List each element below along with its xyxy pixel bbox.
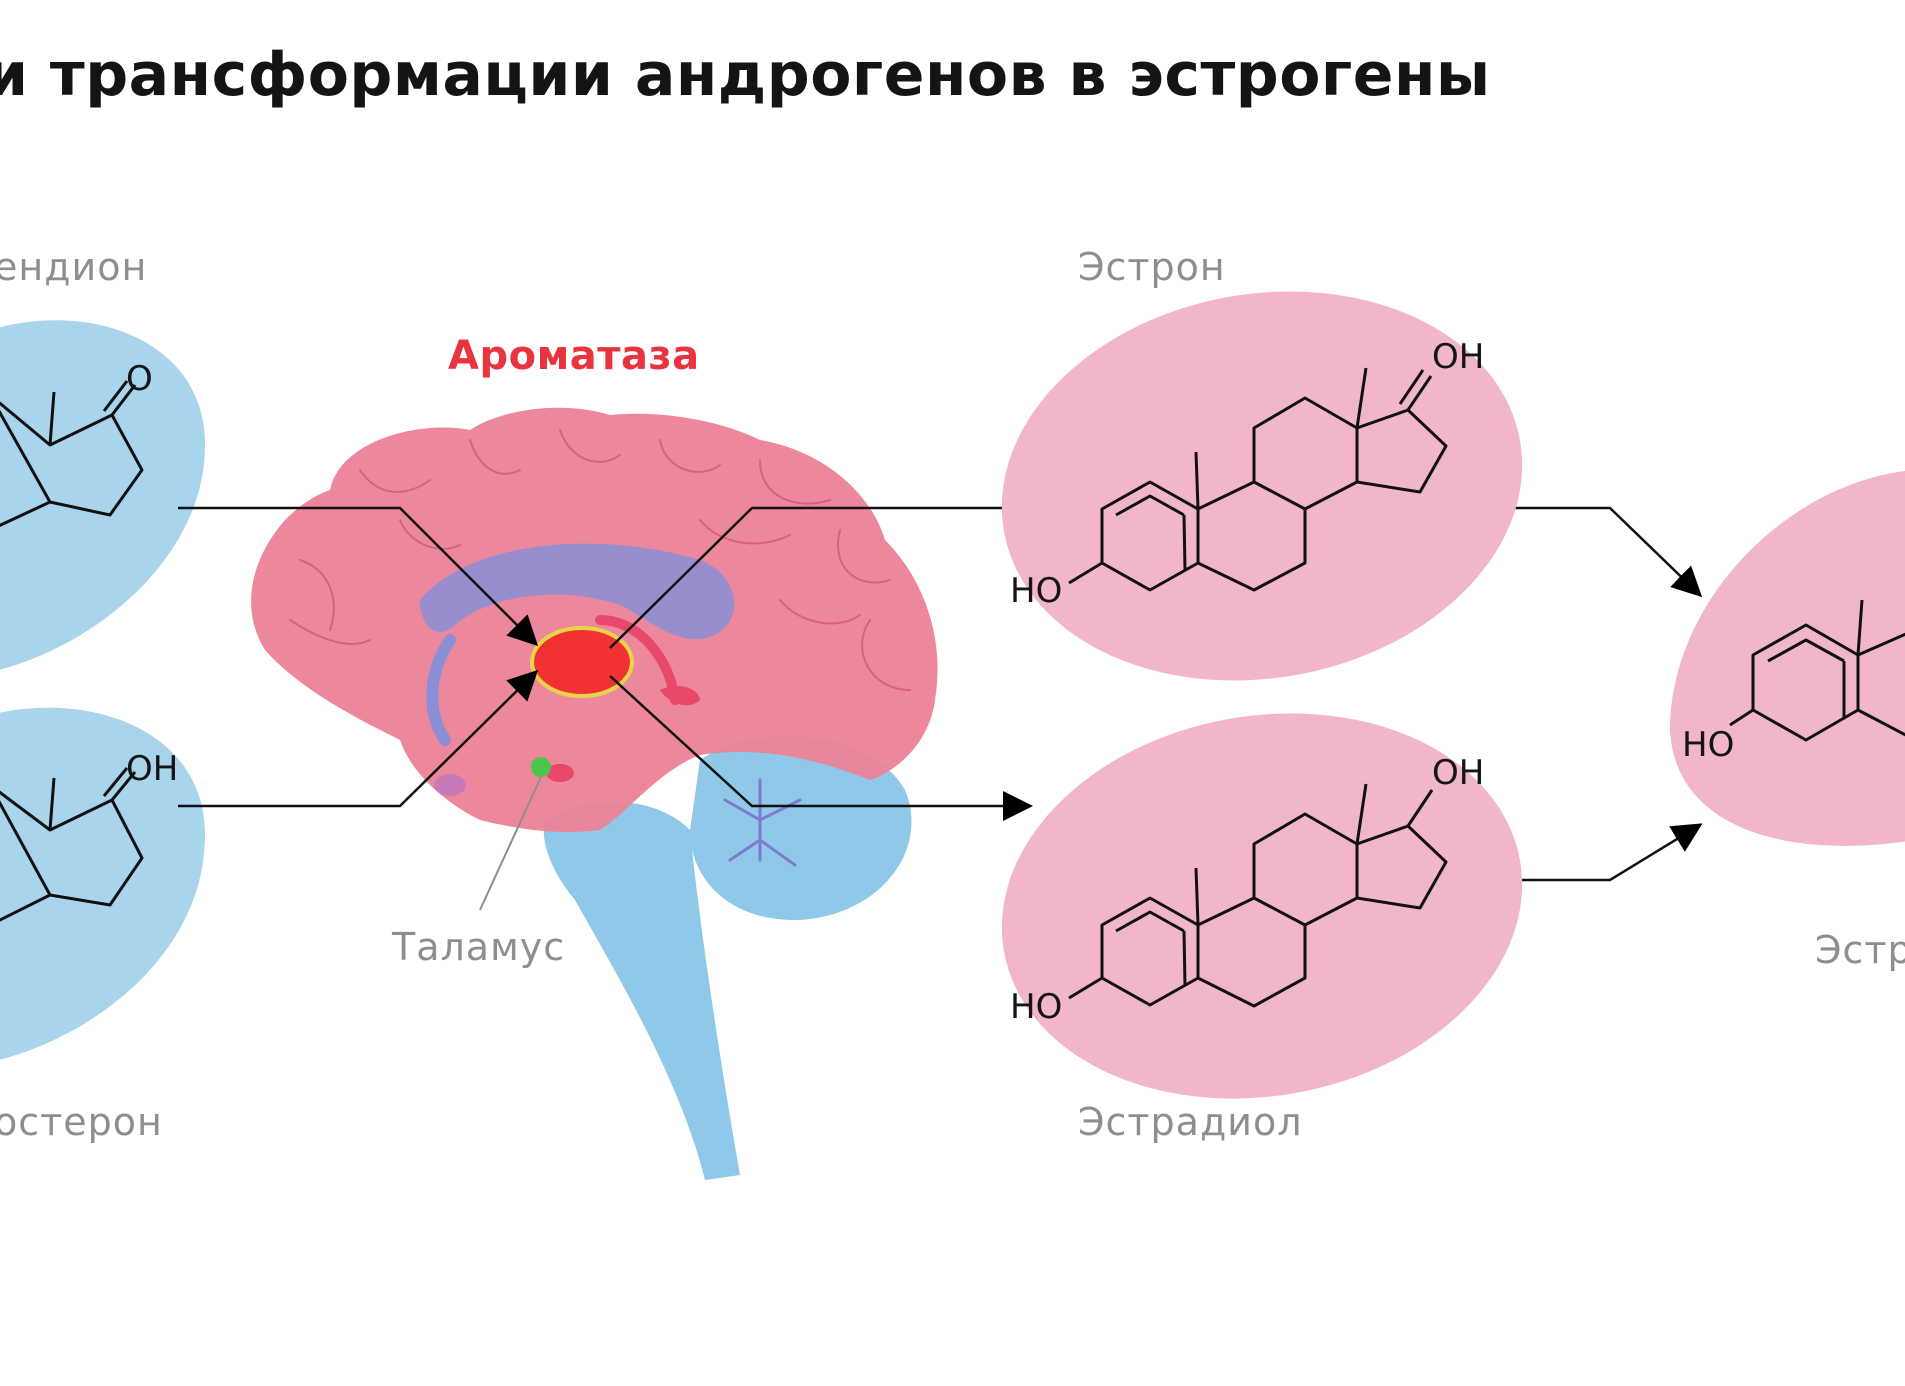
hydroxyl-label: HO bbox=[1682, 725, 1734, 765]
androgen-testosterone: OH bbox=[0, 707, 205, 1060]
arrow-aromatase-to-estrone bbox=[609, 493, 1033, 649]
androstenedione-structure bbox=[0, 380, 144, 527]
substituent-label: OH bbox=[1432, 337, 1484, 377]
thalamus-dot bbox=[531, 757, 551, 777]
hypothalamus-dot bbox=[546, 764, 574, 782]
estrogen-label-estradiol: Эстрадиол bbox=[1078, 1100, 1303, 1144]
product-blob bbox=[1670, 471, 1905, 846]
estrogen-estradiol: OH HO bbox=[1001, 713, 1523, 1099]
estradiol-structure bbox=[1068, 783, 1448, 1008]
brain-illustration bbox=[251, 407, 938, 1180]
cerebellum-nerve bbox=[723, 778, 802, 867]
brain-gyri bbox=[289, 429, 911, 691]
arrow-testosterone-to-aromatase bbox=[178, 669, 539, 808]
product-label: Эстр bbox=[1815, 928, 1905, 972]
arrow-aromatase-to-estradiol bbox=[609, 675, 1033, 821]
estrogen-label-estrone: Эстрон bbox=[1078, 245, 1226, 289]
androgen-blob bbox=[0, 320, 205, 670]
product-structure bbox=[1729, 599, 1905, 742]
aromatase-label: Ароматаза bbox=[448, 333, 700, 379]
aromatase-site bbox=[530, 626, 634, 698]
estrogen-estrone: OH HO bbox=[1001, 291, 1523, 681]
estrone-structure bbox=[1068, 367, 1448, 592]
testosterone-structure bbox=[0, 767, 144, 922]
arrow-estrone-to-product bbox=[1475, 506, 1703, 598]
hydroxyl-label: HO bbox=[1010, 571, 1062, 611]
thalamus-leader-line bbox=[479, 776, 542, 911]
cerebrum bbox=[251, 407, 938, 832]
lateral-ventricle bbox=[420, 543, 735, 640]
cerebellum bbox=[690, 736, 912, 921]
brainstem bbox=[543, 801, 740, 1180]
arrow-androstenedione-to-aromatase bbox=[178, 506, 539, 647]
pineal bbox=[660, 685, 700, 706]
ventricle-horn bbox=[426, 634, 456, 746]
androgen-label-testosterone: остерон bbox=[0, 1100, 163, 1144]
amygdala bbox=[434, 774, 466, 796]
hydroxyl-label: HO bbox=[1010, 987, 1062, 1027]
estrogen-blob bbox=[1001, 713, 1523, 1099]
thalamus-label: Таламус bbox=[392, 925, 566, 969]
substituent-label: O bbox=[126, 359, 153, 399]
product-estrogen: HO bbox=[1670, 471, 1905, 846]
substituent-label: OH bbox=[126, 749, 178, 789]
androgen-androstenedione: O bbox=[0, 320, 205, 670]
substituent-label: OH bbox=[1432, 753, 1484, 793]
androgen-label-androstenedione: ендион bbox=[0, 245, 148, 289]
page-title: и трансформации андрогенов в эстрогены bbox=[0, 40, 1491, 110]
